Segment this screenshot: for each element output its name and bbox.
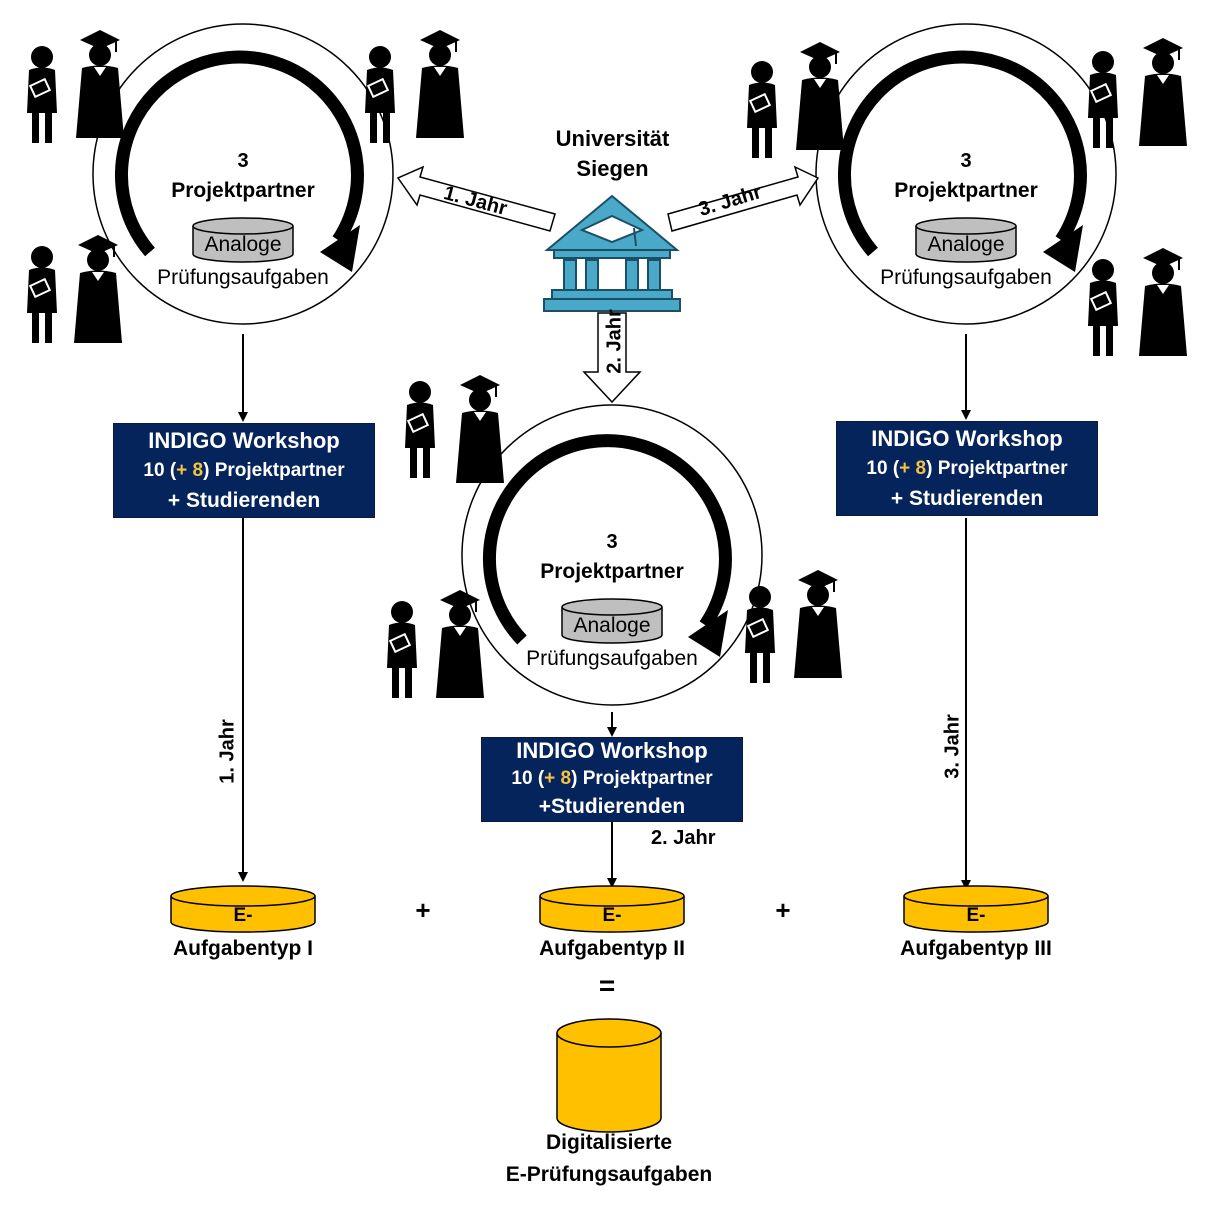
- final-line2: E-Prüfungsaufgaben: [505, 1163, 713, 1186]
- workshop-year1: INDIGO Workshop 10 (+ 8) Projektpartner …: [113, 423, 375, 518]
- output-caption: Aufgabentyp I: [173, 937, 313, 960]
- cycle-year2: [461, 404, 763, 706]
- person-with-book-icon: [1088, 259, 1118, 356]
- person-with-book-icon: [365, 46, 395, 143]
- output-caption: Aufgabentyp II: [539, 937, 685, 960]
- cycle-year1: [92, 23, 394, 325]
- line-year1-label: 1. Jahr: [216, 719, 239, 784]
- workshop-title: INDIGO Workshop: [516, 738, 708, 763]
- output-db-label: E-: [602, 905, 622, 926]
- tasks-label: Prüfungsaufgaben: [157, 266, 329, 289]
- plus-operator: +: [415, 895, 431, 925]
- cycle-year3-text: 3 Projektpartner: [866, 148, 1066, 208]
- graduate-icon: [793, 569, 843, 679]
- final-line1: Digitalisierte: [545, 1131, 673, 1154]
- university-label: Universität Siegen: [530, 124, 695, 184]
- cycle-ring: [92, 23, 394, 325]
- cycle-year2-text: 3 Projektpartner: [512, 529, 712, 589]
- partner-label: Projektpartner: [894, 179, 1038, 202]
- tasks-label: Prüfungsaufgaben: [526, 647, 698, 670]
- arrow-year2-label: 2. Jahr: [603, 309, 626, 374]
- graduate-icon: [1138, 37, 1188, 147]
- arrow-year2: [582, 312, 642, 404]
- cycle-arrow: [838, 50, 1087, 257]
- person-with-book-icon: [27, 246, 57, 343]
- cycle-ring: [815, 23, 1117, 325]
- final-result-label: Digitalisierte E-Prüfungsaufgaben: [459, 1127, 759, 1191]
- database-label: Analoge: [927, 233, 1005, 256]
- graduate-icon: [415, 29, 465, 139]
- workshop-students: +Studierenden: [538, 795, 686, 818]
- line-year2-label: 2. Jahr: [651, 827, 716, 849]
- workshop-title: INDIGO Workshop: [871, 426, 1063, 451]
- graduate-icon: [435, 589, 485, 699]
- arrow-year3: [667, 165, 820, 232]
- workshop-year2: INDIGO Workshop 10 (+ 8) Projektpartner …: [481, 737, 743, 822]
- output-db-label: E-: [233, 905, 253, 926]
- partner-label: Projektpartner: [171, 179, 315, 202]
- graduate-icon: [1138, 247, 1188, 357]
- database-label: Analoge: [204, 233, 282, 256]
- partner-count: 3: [237, 150, 249, 172]
- workshop-title: INDIGO Workshop: [148, 428, 340, 453]
- output-db-label: E-: [966, 905, 986, 926]
- person-with-book-icon: [405, 381, 435, 478]
- cycle-arrow: [482, 434, 732, 645]
- arrow-year1: [396, 165, 556, 232]
- university-line1: Universität: [555, 126, 670, 151]
- person-with-book-icon: [745, 586, 775, 683]
- person-with-book-icon: [747, 61, 777, 158]
- workshop-partners: 10 (+ 8) Projektpartner: [143, 460, 345, 481]
- cycle-arrow: [115, 50, 364, 257]
- workshop-students: + Studierenden: [890, 487, 1044, 510]
- workshop-year3: INDIGO Workshop 10 (+ 8) Projektpartner …: [836, 421, 1098, 516]
- graduate-icon: [455, 374, 505, 484]
- graduate-icon: [73, 234, 123, 344]
- cycle-ring: [461, 404, 763, 706]
- person-with-book-icon: [1088, 51, 1118, 148]
- university-building-icon: [543, 194, 681, 312]
- partner-label: Projektpartner: [540, 560, 684, 583]
- workshop-partners: 10 (+ 8) Projektpartner: [866, 458, 1068, 479]
- partner-count: 3: [960, 150, 972, 172]
- tasks-label: Prüfungsaufgaben: [880, 266, 1052, 289]
- partner-count: 3: [606, 531, 618, 553]
- person-with-book-icon: [27, 46, 57, 143]
- graduate-icon: [795, 41, 845, 151]
- workshop-partners: 10 (+ 8) Projektpartner: [511, 768, 713, 789]
- database-icon: [556, 1018, 662, 1133]
- output-caption: Aufgabentyp III: [900, 937, 1052, 960]
- person-with-book-icon: [387, 601, 417, 698]
- plus-operator: +: [775, 895, 791, 925]
- cycle-year1-text: 3 Projektpartner: [143, 148, 343, 208]
- line-year3-label: 3. Jahr: [941, 714, 964, 779]
- equals-operator: =: [598, 970, 616, 1001]
- cycle-year3: [815, 23, 1117, 325]
- workshop-students: + Studierenden: [167, 489, 321, 512]
- database-label: Analoge: [573, 614, 651, 637]
- university-line2: Siegen: [576, 156, 649, 181]
- graduate-icon: [75, 29, 125, 139]
